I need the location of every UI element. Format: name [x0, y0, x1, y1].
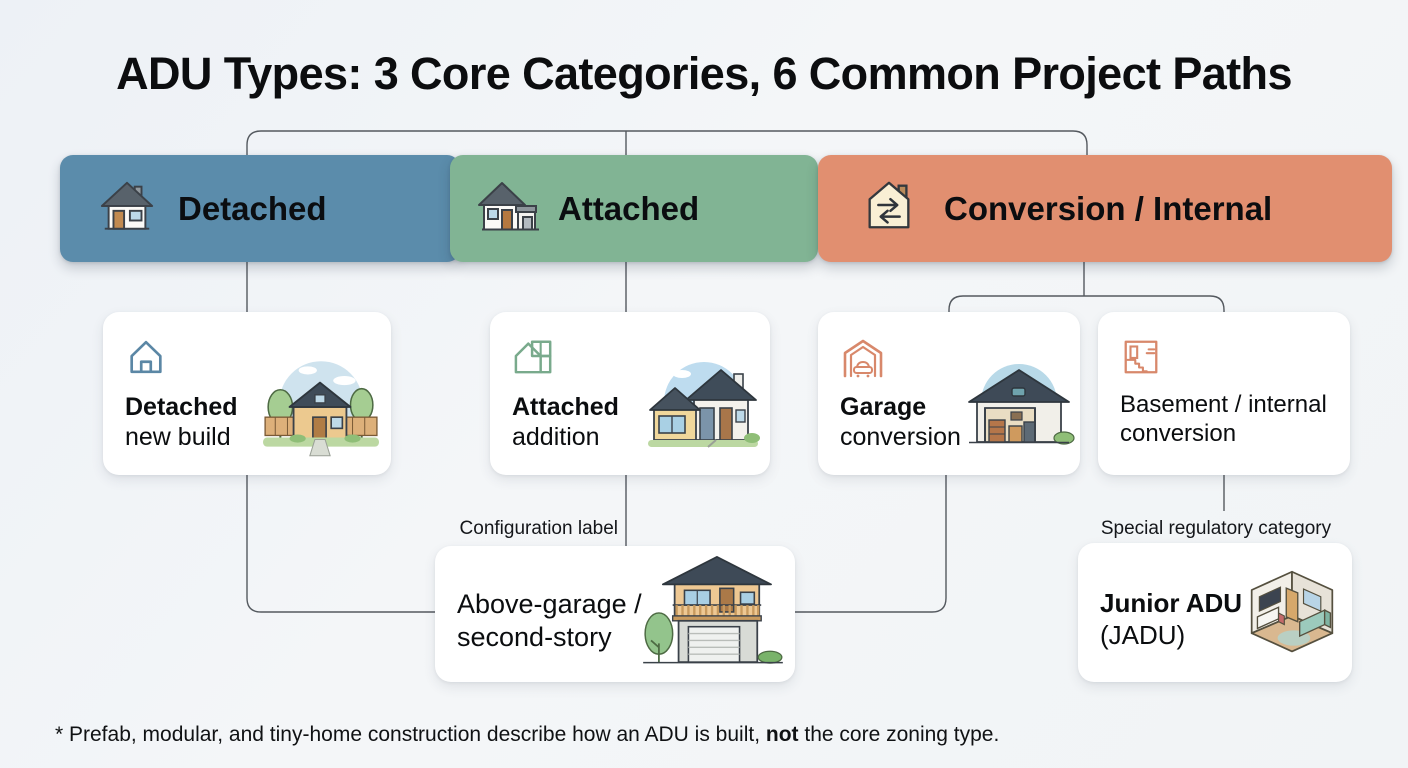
category-header-conversion: Conversion / Internal	[818, 155, 1392, 262]
card-title-attached-addition: Attached addition	[512, 393, 619, 451]
connector-top-bracket	[246, 130, 1088, 155]
attached-addition-illustration	[642, 356, 762, 463]
garage-conversion-illustration	[961, 358, 1076, 463]
card-title-garage-conversion: Garage conversion	[840, 393, 961, 451]
page-title: ADU Types: 3 Core Categories, 6 Common P…	[116, 48, 1292, 99]
card-garage-conversion: Garage conversion	[818, 312, 1080, 475]
card-title-detached-new-build: Detached new build	[125, 393, 238, 451]
card-junior-adu: Junior ADU (JADU)	[1078, 543, 1352, 682]
card-title-above-garage: Above-garage / second-story	[457, 589, 642, 652]
configuration-label-annotation: Configuration label	[459, 518, 618, 539]
category-header-attached: Attached	[450, 155, 818, 262]
detached-house-icon	[98, 177, 156, 240]
footnote: * Prefab, modular, and tiny-home constru…	[55, 723, 999, 747]
category-label-conversion: Conversion / Internal	[944, 189, 1273, 227]
detached-house-illustration	[259, 354, 381, 465]
card-detached-new-build: Detached new build	[103, 312, 391, 475]
connector-conversion-bracket	[948, 295, 1225, 312]
category-header-detached: Detached	[60, 155, 460, 262]
connector-detached-to-above-garage	[246, 475, 435, 613]
home-outline-icon	[125, 336, 167, 383]
card-attached-addition: Attached addition	[490, 312, 770, 475]
card-basement-internal-conversion: Basement / internal conversion	[1098, 312, 1350, 475]
junior-adu-room-illustration	[1244, 561, 1340, 672]
footnote-prefix: * Prefab, modular, and tiny-home constru…	[55, 723, 766, 746]
above-garage-house-illustration	[639, 549, 787, 674]
basement-stairs-outline-icon	[1120, 336, 1162, 383]
special-regulatory-annotation: Special regulatory category	[1100, 518, 1332, 539]
garage-car-outline-icon	[840, 336, 886, 383]
conversion-arrows-house-icon	[860, 177, 918, 240]
card-title-basement-conversion: Basement / internal conversion	[1120, 391, 1327, 447]
connector-garage-to-above-garage	[795, 475, 947, 613]
house-addition-outline-icon	[512, 336, 556, 381]
attached-house-icon	[478, 176, 542, 241]
card-above-garage-second-story: Above-garage / second-story	[435, 546, 795, 682]
category-label-detached: Detached	[178, 189, 327, 227]
category-label-attached: Attached	[558, 189, 700, 227]
footnote-bold-word: not	[765, 723, 799, 746]
card-title-junior-adu: Junior ADU (JADU)	[1100, 588, 1243, 650]
footnote-suffix: the core zoning type.	[798, 723, 1000, 746]
